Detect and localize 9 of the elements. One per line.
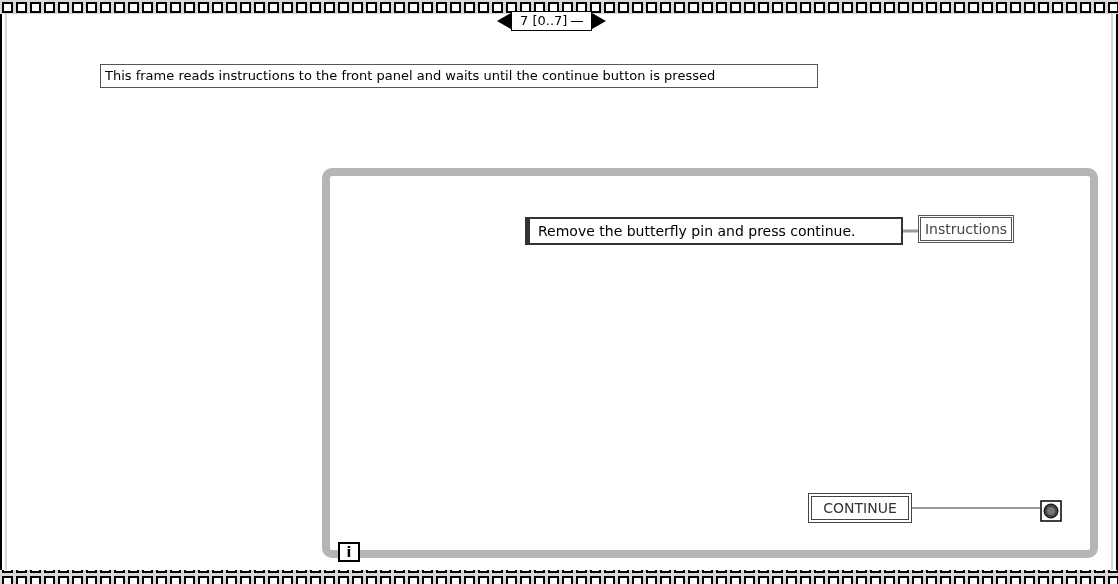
wire bbox=[911, 507, 1041, 509]
comment-box: This frame reads instructions to the front panel and waits until the continue button is pressed bbox=[100, 64, 818, 88]
string-constant: Remove the butterfly pin and press continue. bbox=[525, 217, 903, 245]
wire bbox=[903, 229, 918, 233]
control-terminal: CONTINUE bbox=[808, 493, 912, 523]
node-text: 7 [0..7] bbox=[520, 12, 568, 31]
iteration-terminal: i bbox=[338, 542, 360, 562]
stop-terminal bbox=[1040, 500, 1062, 522]
indicator-terminal: Instructions bbox=[918, 215, 1014, 243]
